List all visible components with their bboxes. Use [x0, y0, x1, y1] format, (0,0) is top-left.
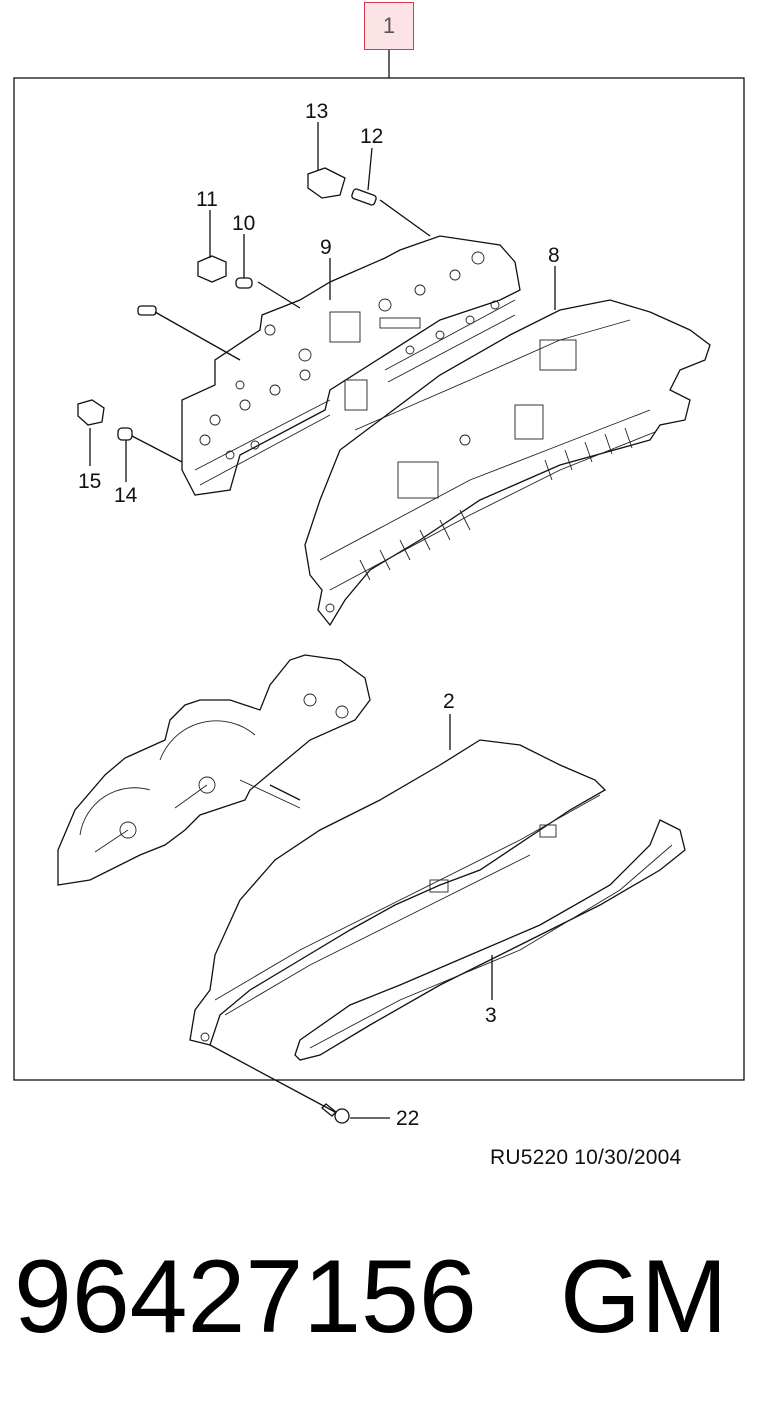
label-part-15: 15 [78, 470, 101, 493]
brand-name: GM [560, 1239, 728, 1355]
lamp-socket-11 [197, 255, 227, 283]
bulb-12 [351, 188, 377, 206]
label-part-2: 2 [443, 690, 455, 713]
lens-part [189, 739, 607, 1046]
screw-small [137, 305, 157, 316]
lamp-socket-13 [307, 167, 346, 199]
drawing-reference: RU5220 10/30/2004 [490, 1146, 682, 1169]
trim-bezel-part [294, 819, 686, 1061]
circuit-board-part [181, 235, 521, 496]
assembly-frame [13, 77, 745, 1081]
label-part-14: 14 [114, 484, 138, 507]
lamp-socket-15 [77, 399, 105, 426]
assembly-callout: 1 [364, 2, 414, 50]
label-part-9: 9 [320, 236, 332, 259]
label-part-13: 13 [305, 100, 328, 123]
label-part-11: 11 [196, 188, 218, 211]
label-part-8: 8 [548, 244, 560, 267]
label-part-22: 22 [396, 1107, 419, 1130]
gauge-face-part [57, 654, 371, 886]
leader-lines [89, 122, 556, 1119]
bulb-14 [117, 427, 133, 441]
label-part-10: 10 [232, 212, 255, 235]
label-part-12: 12 [360, 125, 383, 148]
part-number: 96427156 [14, 1239, 477, 1355]
cluster-housing-part [304, 299, 711, 627]
label-part-3: 3 [485, 1004, 497, 1027]
bulb-10 [235, 277, 253, 289]
assembly-callout-number: 1 [382, 13, 396, 38]
